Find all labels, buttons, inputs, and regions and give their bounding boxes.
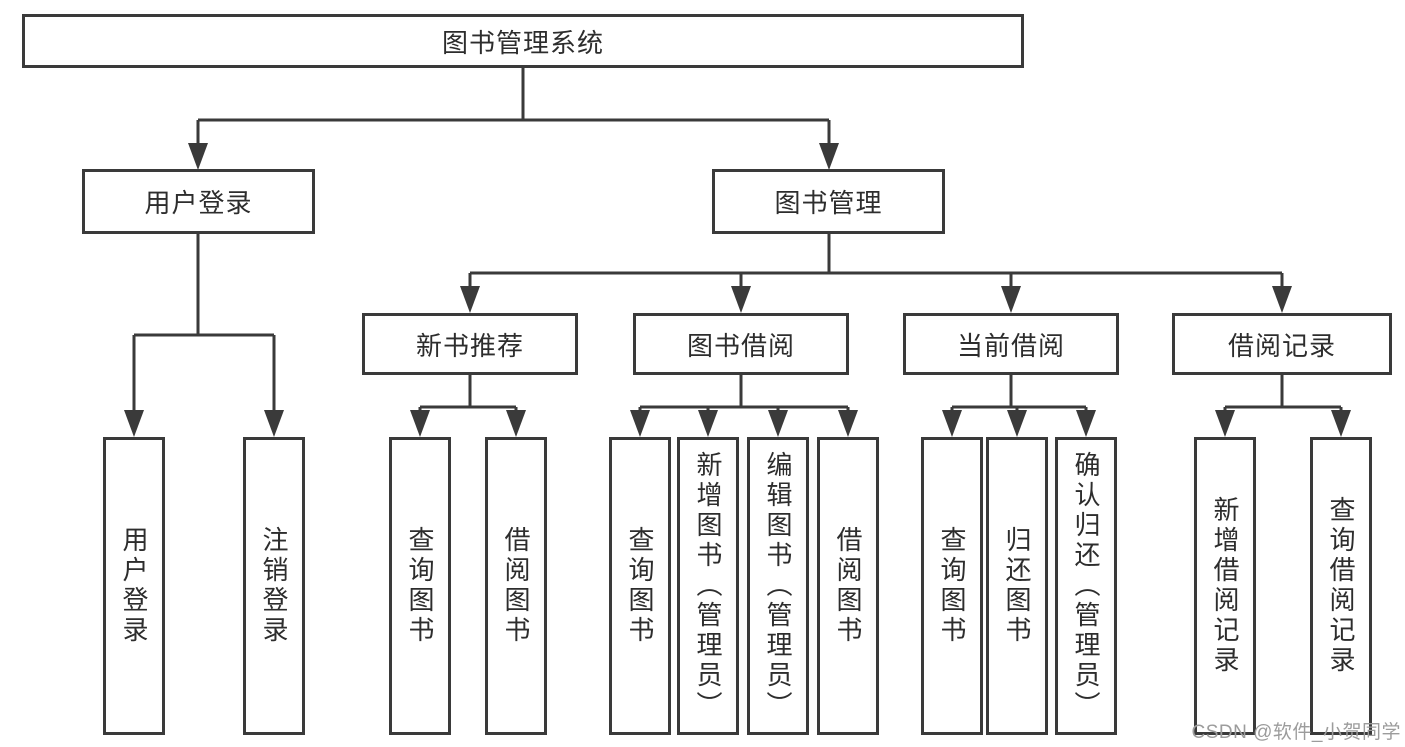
node-new-book-recommend-label: 新书推荐 [415,330,524,361]
node-user-login: 用户登录 [82,169,315,234]
leaf-query-books-current-label: 查询图书 [937,526,967,646]
leaf-query-books-recommend-label: 查询图书 [405,526,435,646]
leaf-add-borrow-record: 新增借阅记录 [1194,437,1256,735]
leaf-edit-books-admin-label: 编辑图书（管理员） [763,451,793,721]
node-book-borrow: 图书借阅 [633,313,849,375]
leaf-edit-books-admin: 编辑图书（管理员） [747,437,809,735]
leaf-add-books-admin-label: 新增图书（管理员） [693,451,723,721]
node-root-label: 图书管理系统 [441,27,604,58]
node-current-borrow-label: 当前借阅 [956,330,1065,361]
leaf-return-books: 归还图书 [986,437,1048,735]
leaf-query-books-borrow-label: 查询图书 [625,526,655,646]
node-root-system: 图书管理系统 [22,14,1024,68]
leaf-return-books-label: 归还图书 [1002,526,1032,646]
leaf-confirm-return-admin-label: 确认归还（管理员） [1071,451,1101,721]
node-user-login-label: 用户登录 [144,188,253,218]
leaf-logout: 注销登录 [243,437,305,735]
leaf-borrow-books: 借阅图书 [817,437,879,735]
leaf-logout-label: 注销登录 [259,526,289,646]
leaf-confirm-return-admin: 确认归还（管理员） [1055,437,1117,735]
leaf-query-borrow-record-label: 查询借阅记录 [1326,496,1356,676]
arrowheads [124,143,1351,437]
leaf-query-borrow-record: 查询借阅记录 [1310,437,1372,735]
leaf-add-books-admin: 新增图书（管理员） [677,437,739,735]
csdn-watermark: CSDN @软件_小贺同学 [1191,722,1401,743]
node-borrow-records: 借阅记录 [1172,313,1392,375]
leaf-query-books-current: 查询图书 [921,437,983,735]
node-current-borrow: 当前借阅 [903,313,1119,375]
node-new-book-recommend: 新书推荐 [362,313,578,375]
leaf-query-books-recommend: 查询图书 [389,437,451,735]
node-book-management-label: 图书管理 [774,188,883,218]
leaf-borrow-books-recommend-label: 借阅图书 [501,526,531,646]
node-borrow-records-label: 借阅记录 [1227,330,1336,361]
leaf-query-books-borrow: 查询图书 [609,437,671,735]
leaf-add-borrow-record-label: 新增借阅记录 [1210,496,1240,676]
leaf-borrow-books-label: 借阅图书 [833,526,863,646]
leaf-user-login-label: 用户登录 [119,526,149,646]
leaf-borrow-books-recommend: 借阅图书 [485,437,547,735]
leaf-user-login: 用户登录 [103,437,165,735]
node-book-borrow-label: 图书借阅 [686,330,795,361]
node-book-management: 图书管理 [712,169,945,234]
